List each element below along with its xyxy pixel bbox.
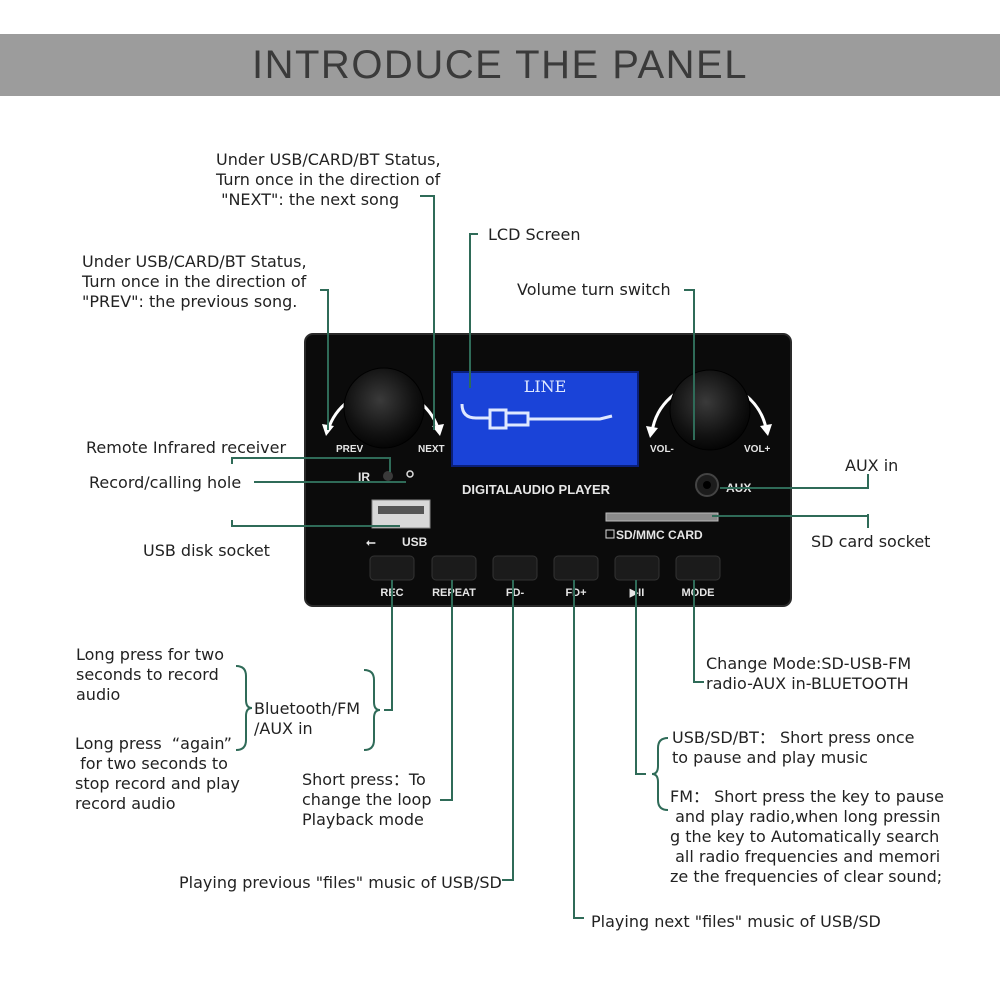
annotation-rec-long-press-again: Long press “again” for two seconds to st… xyxy=(75,734,240,813)
leader-volume xyxy=(684,289,695,440)
leader-play xyxy=(635,580,646,775)
leader-sd xyxy=(712,514,869,528)
annotation-play-fm: FM： Short press the key to pause and pla… xyxy=(670,787,944,886)
knob-vol-minus-label: VOL- xyxy=(650,444,674,455)
knob-vol-plus-label: VOL+ xyxy=(744,444,771,455)
annotation-rec-long-press: Long press for two seconds to record aud… xyxy=(76,645,225,704)
volume-knob[interactable] xyxy=(669,369,751,451)
annotation-fd-plus: Playing next "files" music of USB/SD xyxy=(591,912,881,931)
button-mode[interactable]: MODE xyxy=(675,555,721,599)
knob-next-label: NEXT xyxy=(418,444,445,455)
button-label: MODE xyxy=(682,587,715,599)
usb-icon: ⭠ xyxy=(366,535,376,549)
knob-prev-label: PREV xyxy=(336,444,364,455)
button-label: REPEAT xyxy=(432,587,476,599)
button-label: FD+ xyxy=(565,587,586,599)
prev-next-knob[interactable] xyxy=(343,367,425,449)
annotation-sd: SD card socket xyxy=(811,532,931,551)
annotation-next: Under USB/CARD/BT Status, Turn once in t… xyxy=(216,150,441,209)
mic-icon xyxy=(406,470,414,478)
page-title: INTRODUCE THE PANEL xyxy=(252,42,748,87)
ir-receiver xyxy=(383,471,393,481)
usb-label: USB xyxy=(402,535,428,549)
leader-fd-plus xyxy=(573,580,584,919)
annotation-usb: USB disk socket xyxy=(143,541,270,560)
leader-usb xyxy=(231,520,400,527)
button-fd-plus[interactable]: FD+ xyxy=(553,555,599,599)
lcd-line-text: LINE xyxy=(524,377,567,396)
leader-aux xyxy=(720,474,869,489)
title-banner: INTRODUCE THE PANEL xyxy=(0,34,1000,96)
leader-ir xyxy=(231,457,391,472)
annotation-mode: Change Mode:SD-USB-FM radio-AUX in-BLUET… xyxy=(706,654,912,693)
leader-lcd xyxy=(469,233,478,388)
brace-rec-right xyxy=(363,669,381,751)
annotation-record-hole: Record/calling hole xyxy=(89,473,242,492)
annotation-prev: Under USB/CARD/BT Status, Turn once in t… xyxy=(82,252,307,311)
annotation-repeat: Short press：To change the loop Playback … xyxy=(302,770,432,829)
annotation-lcd: LCD Screen xyxy=(488,225,581,244)
sd-label: SD/MMC CARD xyxy=(616,528,703,542)
brand-label: DIGITALAUDIO PLAYER xyxy=(462,482,611,497)
leader-next xyxy=(420,195,435,430)
leader-fd-minus xyxy=(502,580,514,881)
button-play-pause[interactable]: ▶II xyxy=(614,555,660,599)
brace-rec-left xyxy=(235,665,253,751)
sd-icon xyxy=(605,529,615,539)
button-repeat[interactable]: REPEAT xyxy=(431,555,477,599)
button-label: FD- xyxy=(506,587,525,599)
button-fd-minus[interactable]: FD- xyxy=(492,555,538,599)
annotation-ir: Remote Infrared receiver xyxy=(86,438,287,457)
lcd-jack-icon xyxy=(460,403,613,430)
annotation-fd-minus: Playing previous "files" music of USB/SD xyxy=(179,873,502,892)
annotation-aux: AUX in xyxy=(845,456,899,475)
annotation-play-bt: USB/SD/BT： Short press once to pause and… xyxy=(672,728,915,767)
annotation-volume: Volume turn switch xyxy=(517,280,671,299)
annotation-rec-mode: Bluetooth/FM /AUX in xyxy=(254,699,361,738)
leader-prev xyxy=(320,289,329,430)
leader-rec xyxy=(384,580,393,711)
ir-label: IR xyxy=(358,470,370,484)
leader-repeat xyxy=(440,580,453,801)
leader-mode xyxy=(693,580,704,683)
brace-play xyxy=(651,737,669,811)
